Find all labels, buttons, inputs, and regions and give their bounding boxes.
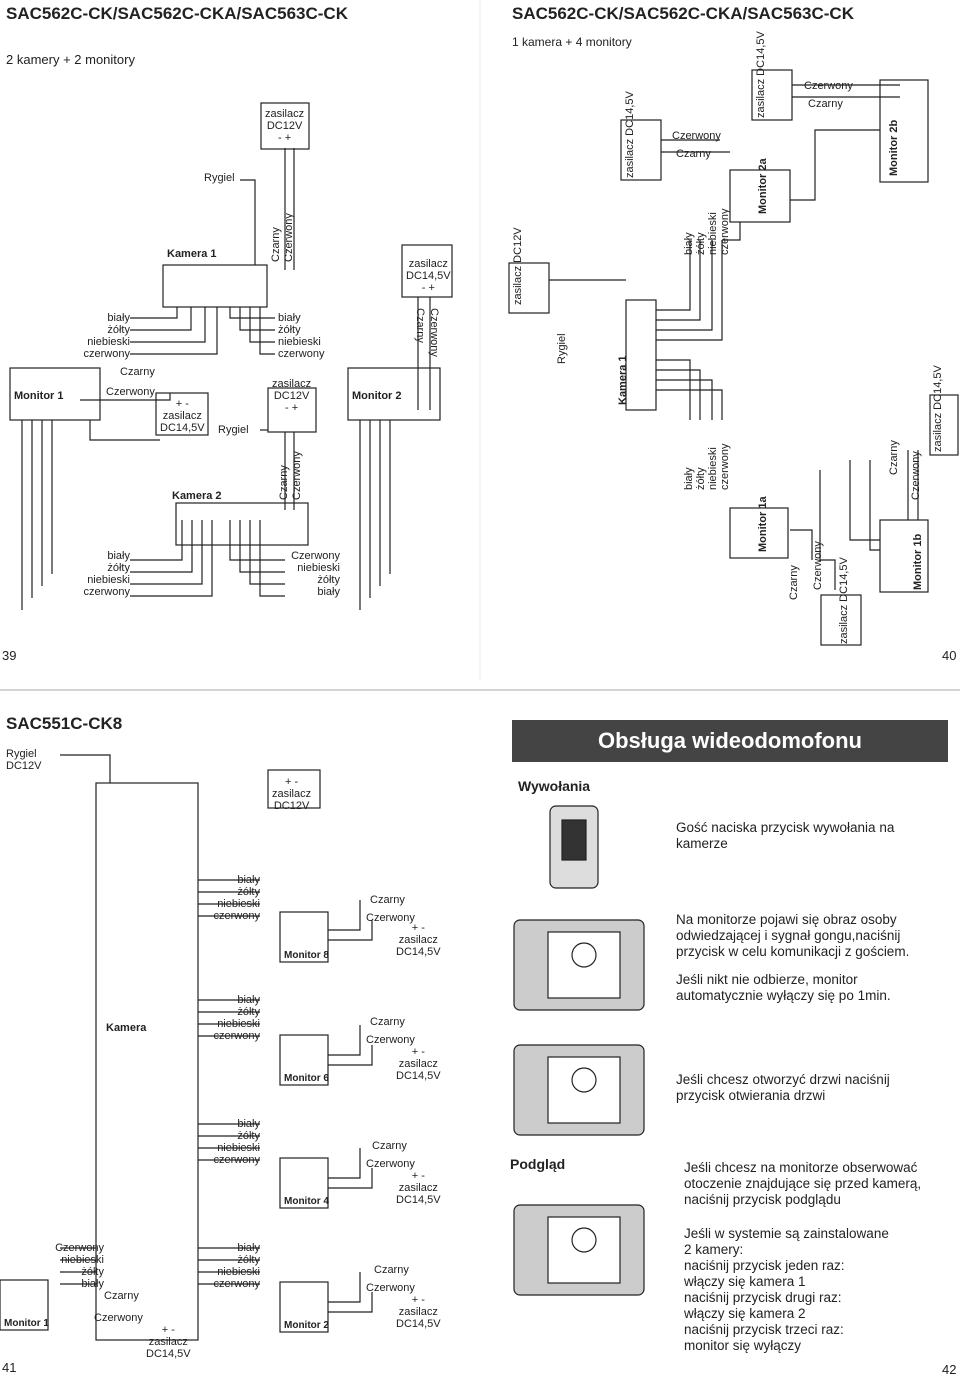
p41-czerwony-m2: Czerwony	[366, 1282, 415, 1294]
p40-czerwony-2a: Czerwony	[672, 130, 721, 142]
kamera1-box	[162, 264, 268, 308]
p39-czarny: Czarny	[120, 366, 155, 378]
p41-monitor2: Monitor 2	[284, 1320, 329, 1331]
p40-title: SAC562C-CK/SAC562C-CKA/SAC563C-CK	[512, 4, 854, 23]
p41-czerwony-m4: Czerwony	[366, 1158, 415, 1170]
p40-czerwony-1a: Czerwony	[812, 541, 824, 590]
p39-rygiel-top: Rygiel	[204, 172, 235, 184]
p41-czarny-m2: Czarny	[374, 1264, 409, 1276]
p41-monitor4: Monitor 4	[284, 1196, 329, 1207]
p42-page-number: 42	[942, 1362, 957, 1377]
p39-monitor1: Monitor 1	[14, 390, 64, 402]
p41-monitor1: Monitor 1	[4, 1318, 49, 1329]
p39-kamera1: Kamera 1	[167, 248, 217, 260]
p42-wywolania: Wywołania	[518, 778, 591, 794]
p39-subtitle: 2 kamery + 2 monitory	[6, 52, 135, 67]
p39-rygiel-bottom: Rygiel	[218, 424, 249, 436]
p40-psu-2b: zasilacz DC14,5V	[755, 31, 767, 118]
p41-page-number: 41	[2, 1360, 17, 1375]
p40-rygiel: Rygiel	[556, 333, 568, 364]
p41-kamera: Kamera	[106, 1022, 147, 1034]
p41-monitor8: Monitor 8	[284, 950, 329, 961]
p39-czarny-v2: Czarny	[278, 465, 290, 500]
p40-kamera1: Kamera 1	[617, 355, 629, 405]
p40-wire-zolty-b: żółty	[695, 467, 707, 490]
p39-czerwony-v2: Czerwony	[291, 451, 303, 500]
p40-psu-2a: zasilacz DC14,5V	[624, 91, 636, 178]
p39-czarny-v1: Czarny	[270, 227, 282, 262]
p39-czerwony-v3: Czerwony	[428, 308, 440, 357]
p39-czerwony: Czerwony	[106, 386, 155, 398]
p40-wire-bialy-b: biały	[683, 467, 695, 490]
p40-monitor2a: Monitor 2a	[757, 158, 769, 214]
p40-czarny-2b: Czarny	[808, 98, 843, 110]
p39-monitor2: Monitor 2	[352, 390, 402, 402]
p40-page-number: 40	[942, 648, 957, 663]
p41-czerwony-m6: Czerwony	[366, 1034, 415, 1046]
p40-czerwony-2b: Czerwony	[804, 80, 853, 92]
p40-wire-niebieski-b: niebieski	[707, 447, 719, 490]
p41-czerwony-m8: Czerwony	[366, 912, 415, 924]
p41-czerwony-m1: Czerwony	[94, 1312, 143, 1324]
p41-czarny-m4: Czarny	[372, 1140, 407, 1152]
p39-kamera2: Kamera 2	[172, 490, 222, 502]
p39-czerwony-v1: Czerwony	[283, 213, 295, 262]
p40-wire-czerwony-b: czerwony	[719, 443, 731, 490]
p42-podglad: Podgląd	[510, 1156, 566, 1172]
p40-czarny-1a: Czarny	[788, 565, 800, 600]
p40-monitor1a: Monitor 1a	[757, 496, 769, 552]
p40-wire-czerwony: czerwony	[719, 208, 731, 255]
p40-czarny-1b: Czarny	[888, 440, 900, 475]
p39-czarny-v3: Czarny	[414, 308, 426, 343]
p40-subtitle: 1 kamera + 4 monitory	[512, 35, 632, 49]
p40-psu-1b: zasilacz DC14,5V	[932, 365, 944, 452]
p40-monitor2b: Monitor 2b	[888, 119, 900, 176]
p40-czarny-2a: Czarny	[676, 148, 711, 160]
p41-czarny-m1: Czarny	[104, 1290, 139, 1302]
p41-title: SAC551C-CK8	[6, 714, 123, 733]
p39-title: SAC562C-CK/SAC562C-CKA/SAC563C-CK	[6, 4, 348, 23]
p41-czarny-m8: Czarny	[370, 894, 405, 906]
p40-psu-1a: zasilacz DC14,5V	[838, 557, 850, 644]
p39-page-number: 39	[2, 648, 17, 663]
p41-czarny-m6: Czarny	[370, 1016, 405, 1028]
p40-czerwony-1b: Czerwony	[910, 451, 922, 500]
p40-wire-niebieski: niebieski	[707, 212, 719, 255]
p40-wires-top: biały	[683, 232, 695, 255]
p40-psu-dc12: zasilacz DC12V	[512, 227, 524, 305]
p42-banner: Obsługa wideodomofonu	[512, 720, 948, 762]
p40-wire-zolty: żółty	[695, 232, 707, 255]
p40-monitor1b: Monitor 1b	[912, 533, 924, 590]
p41-monitor6: Monitor 6	[284, 1073, 329, 1084]
